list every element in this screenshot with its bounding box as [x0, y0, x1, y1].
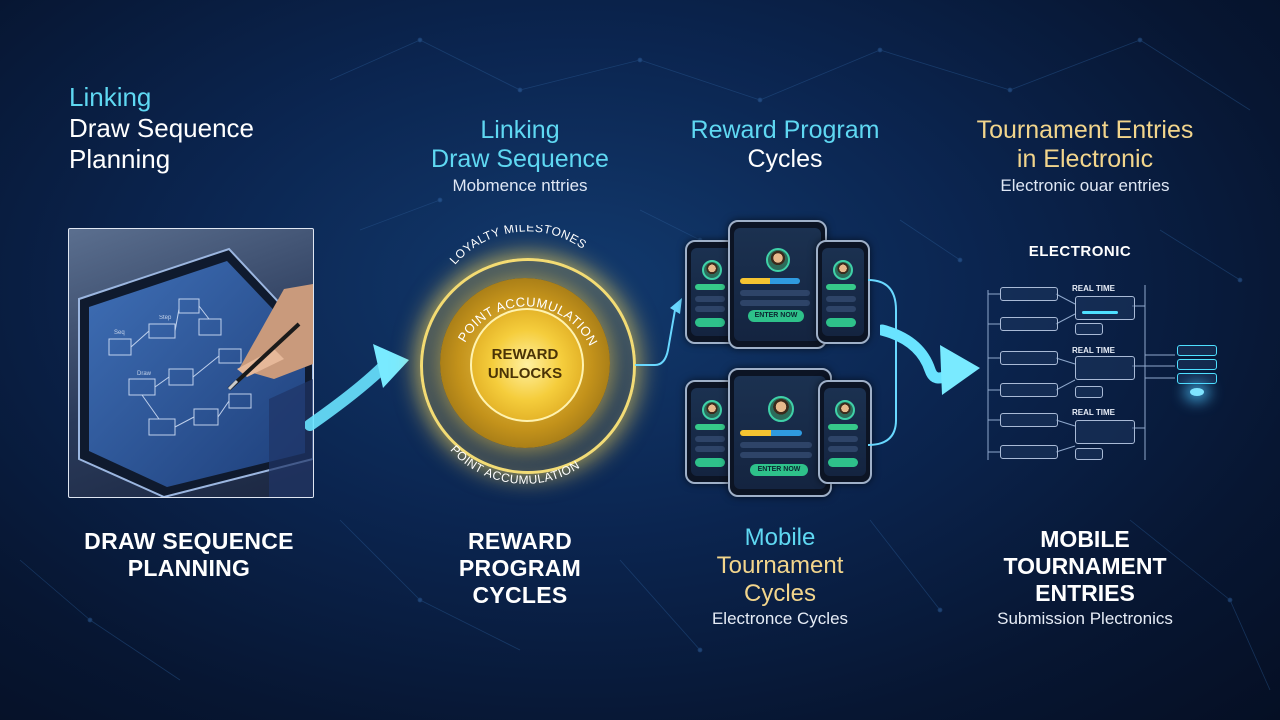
phone-bottom-right	[818, 380, 872, 484]
col4-bottom-line2: TOURNAMENT	[1003, 553, 1167, 579]
col2-bottom-line2: PROGRAM	[458, 555, 582, 581]
reward-center-line1: REWARD	[491, 346, 559, 363]
ring-arc-labels: LOYALTY MILESTONES POINT ACCUMULATION PO…	[447, 225, 601, 485]
col4-bottom-line3: ENTRIES	[1035, 580, 1135, 606]
col4-bottom-subtitle: Submission Plectronics	[997, 609, 1173, 628]
reward-center-line2: UNLOCKS	[487, 365, 563, 382]
diagram-node	[1000, 383, 1058, 397]
reward-ring-outer	[420, 258, 636, 474]
phone-bottom-center: ENTER NOW	[728, 368, 832, 497]
diagram-node-small	[1075, 323, 1103, 335]
diagram-label-realtime-2: REAL TIME	[1072, 346, 1115, 355]
diagram-node	[1000, 351, 1058, 365]
diagram-node	[1000, 287, 1058, 301]
phone-top-right	[816, 240, 870, 344]
svg-text:Step: Step	[159, 315, 172, 321]
col2-bottom-title: REWARD PROGRAM CYCLES	[420, 528, 620, 609]
col1-top-title: Linking Draw Sequence Planning	[69, 82, 254, 175]
col1-bottom-line1: DRAW SEQUENCE	[84, 528, 294, 554]
output-node	[1177, 373, 1217, 384]
phone-top-center: ENTER NOW	[728, 220, 827, 349]
svg-text:Seq: Seq	[114, 330, 125, 336]
diagram-label-realtime-1: REAL TIME	[1072, 284, 1115, 293]
col1-bottom-title: DRAW SEQUENCE PLANNING	[64, 528, 314, 582]
col2-top-title: Linking Draw Sequence	[400, 116, 640, 174]
col2-bottom-line1: REWARD	[467, 528, 573, 554]
col1-bottom-line2: PLANNING	[127, 555, 251, 581]
ring-to-phones-connector	[635, 298, 682, 366]
output-node	[1177, 345, 1217, 356]
diagram-node-realtime	[1075, 296, 1135, 320]
col4-bottom-title: MOBILE TOURNAMENT ENTRIES	[965, 526, 1205, 607]
col2-title-line1: Linking	[480, 116, 560, 144]
arrow-1-icon	[305, 344, 409, 431]
diagram-node-realtime	[1075, 420, 1135, 444]
diagram-title: ELECTRONIC	[1028, 243, 1132, 260]
ring-middle-label: POINT ACCUMULATION	[455, 294, 601, 348]
col2-title-line2: Draw Sequence	[431, 145, 609, 173]
entries-flow-diagram	[987, 285, 1175, 460]
col1-title-line3: Planning	[69, 144, 171, 174]
reward-center-label: REWARD UNLOCKS	[470, 345, 580, 383]
svg-text:Draw: Draw	[137, 371, 152, 377]
col3-top-title: Reward Program Cycles	[660, 116, 910, 174]
ring-outer-top-label: LOYALTY MILESTONES	[447, 225, 590, 267]
col3-bottom-line1: Mobile	[744, 524, 816, 551]
col3-title-line1: Reward Program	[660, 116, 910, 145]
col3-title-line1-text: Reward Program	[690, 116, 880, 144]
col1-title-line1: Linking	[69, 82, 152, 112]
diagram-node-small	[1075, 386, 1103, 398]
col1-title-line2: Draw Sequence	[69, 113, 254, 143]
phone-bottom-enter-button[interactable]: ENTER NOW	[750, 464, 808, 476]
arrow-2-icon	[880, 324, 980, 395]
diagram-node	[1000, 317, 1058, 331]
col4-top-title: Tournament Entries in Electronic	[945, 116, 1225, 174]
diagram-node	[1000, 445, 1058, 459]
col4-bottom-line1: MOBILE	[1040, 526, 1130, 552]
col3-bottom-subtitle: Electronce Cycles	[711, 609, 849, 628]
ring-outer-bottom-label: POINT ACCUMULATION	[448, 442, 582, 485]
col3-bottom-line3: Cycles	[743, 580, 816, 607]
col3-bottom-title: Mobile Tournament Cycles	[665, 524, 895, 608]
col4-top-subtitle: Electronic ouar entries	[1000, 176, 1170, 195]
col2-top-subtitle: Mobmence nttries	[452, 176, 588, 195]
col4-title-line2: in Electronic	[1016, 145, 1154, 173]
reward-ring-center	[470, 308, 584, 422]
output-node	[1177, 359, 1217, 370]
col3-bottom-line2: Tournament	[716, 552, 844, 579]
phones-connector	[867, 279, 897, 446]
col3-title-line2: Cycles	[747, 145, 823, 173]
diagram-node	[1000, 413, 1058, 427]
diagram-label-realtime-3: REAL TIME	[1072, 408, 1115, 417]
col4-title-line1: Tournament Entries	[976, 116, 1194, 144]
phone-top-enter-button[interactable]: ENTER NOW	[748, 310, 804, 322]
output-glow-icon	[1190, 388, 1204, 396]
diagram-node-small	[1075, 448, 1103, 460]
diagram-node-realtime	[1075, 356, 1135, 380]
col2-bottom-line3: CYCLES	[472, 582, 568, 608]
